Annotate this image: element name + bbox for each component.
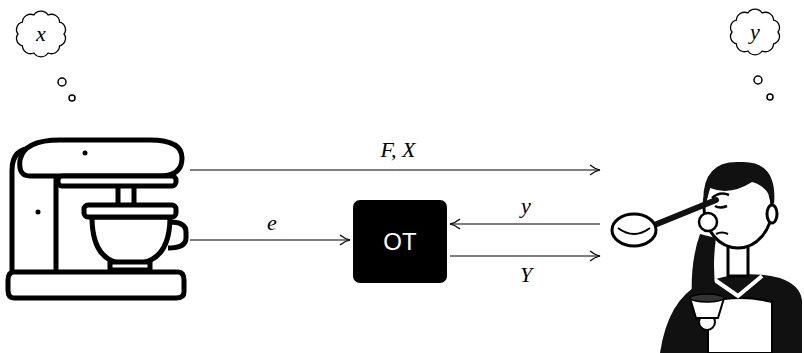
mixer-drawing [8, 140, 186, 298]
thought-cloud: x [12, 8, 70, 60]
cloud-path [731, 9, 780, 55]
arrow-connector [190, 169, 600, 170]
arrow-connector [190, 239, 350, 240]
edge-label: y [518, 194, 534, 218]
chef-figure [603, 138, 801, 351]
thought-dots [58, 76, 773, 101]
edge-label: Y [517, 263, 535, 287]
chef-drawing [612, 162, 802, 353]
ot-box: OT [353, 200, 447, 283]
box-label: OT [383, 228, 416, 256]
arrow-connector [450, 223, 600, 224]
edge-label: F, X [377, 138, 418, 162]
mixer-figure [5, 135, 187, 301]
cloud-path [17, 11, 66, 57]
thought-variable: y [750, 19, 760, 45]
thought-variable: x [36, 21, 46, 47]
thought-cloud: y [726, 6, 784, 58]
arrow-connector [450, 255, 600, 256]
edge-label: e [264, 211, 280, 235]
